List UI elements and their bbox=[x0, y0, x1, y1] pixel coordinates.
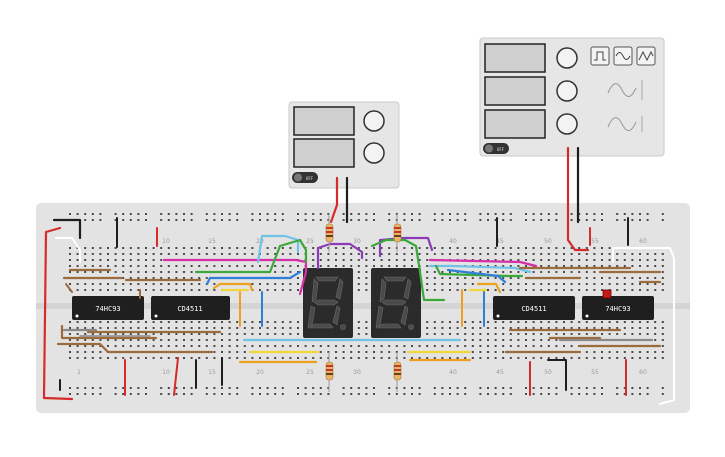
resistor-top-right[interactable] bbox=[393, 214, 402, 252]
triangle-wave-icon[interactable] bbox=[636, 46, 656, 66]
supply-display-top bbox=[293, 106, 355, 136]
function-generator[interactable]: OFF bbox=[479, 37, 665, 157]
bottom-column-number: 50 bbox=[544, 369, 552, 376]
top-column-number: 15 bbox=[208, 238, 216, 245]
small-power-supply[interactable]: OFF bbox=[288, 101, 400, 189]
top-column-number: 25 bbox=[306, 238, 314, 245]
top-column-number: 30 bbox=[353, 238, 361, 245]
left-rail-white-wire bbox=[55, 237, 81, 263]
bottom-column-number: 30 bbox=[353, 369, 361, 376]
top-column-number: 50 bbox=[544, 238, 552, 245]
right-counter-label: 74HC93 bbox=[605, 305, 630, 313]
bottom-column-number: 60 bbox=[639, 369, 647, 376]
bottom-column-number: 55 bbox=[591, 369, 599, 376]
top-column-number: 40 bbox=[449, 238, 457, 245]
amplitude-wave-icon bbox=[607, 83, 637, 97]
generator-knob-1[interactable] bbox=[556, 47, 578, 69]
generator-knob-3[interactable] bbox=[556, 113, 578, 135]
led-indicator[interactable] bbox=[602, 289, 612, 299]
offset-wave-icon bbox=[607, 117, 637, 131]
left-rail-black-wire bbox=[52, 218, 82, 240]
supply-switch-label: OFF bbox=[306, 176, 314, 181]
top-column-number: 10 bbox=[162, 238, 170, 245]
supply-red-lead bbox=[329, 176, 339, 224]
generator-knob-2[interactable] bbox=[556, 80, 578, 102]
generator-switch-label: OFF bbox=[497, 147, 505, 152]
supply-display-bottom bbox=[293, 138, 355, 168]
top-column-number: 60 bbox=[639, 238, 647, 245]
resistor-top-left[interactable] bbox=[325, 214, 334, 252]
wiring bbox=[42, 146, 675, 405]
right-rail-white-wire bbox=[614, 247, 675, 405]
top-column-number: 45 bbox=[496, 238, 504, 245]
right-seven-segment-display[interactable] bbox=[371, 268, 421, 338]
left-counter-label: 74HC93 bbox=[95, 305, 120, 313]
left-decoder-label: CD4511 bbox=[177, 305, 202, 313]
resistor-bottom-right[interactable] bbox=[393, 352, 402, 392]
generator-display-1 bbox=[484, 43, 546, 73]
bottom-column-number: 20 bbox=[256, 369, 264, 376]
top-column-number: 55 bbox=[591, 238, 599, 245]
right-decoder-label: CD4511 bbox=[521, 305, 546, 313]
bottom-column-number: 15 bbox=[208, 369, 216, 376]
generator-red-lead bbox=[566, 146, 590, 252]
left-seven-segment-display[interactable] bbox=[303, 268, 353, 338]
resistor-bottom-left[interactable] bbox=[325, 352, 334, 392]
left-decoder-chip[interactable]: CD4511 bbox=[151, 296, 230, 320]
right-decoder-chip[interactable]: CD4511 bbox=[493, 296, 575, 320]
right-counter-chip[interactable]: 74HC93 bbox=[582, 296, 654, 320]
bottom-column-number: 40 bbox=[449, 369, 457, 376]
bottom-column-number: 10 bbox=[162, 369, 170, 376]
generator-display-2 bbox=[484, 76, 546, 106]
bottom-column-number: 1 bbox=[77, 369, 81, 376]
bottom-column-number: 45 bbox=[496, 369, 504, 376]
supply-current-knob[interactable] bbox=[363, 142, 385, 164]
left-rail-red-wire bbox=[42, 226, 74, 401]
generator-display-3 bbox=[484, 109, 546, 139]
supply-voltage-knob[interactable] bbox=[363, 110, 385, 132]
sine-wave-icon[interactable] bbox=[613, 46, 633, 66]
bottom-column-number: 25 bbox=[306, 369, 314, 376]
left-counter-chip[interactable]: 74HC93 bbox=[72, 296, 144, 320]
breadboard-center-channel bbox=[36, 303, 690, 309]
square-wave-icon[interactable] bbox=[590, 46, 610, 66]
